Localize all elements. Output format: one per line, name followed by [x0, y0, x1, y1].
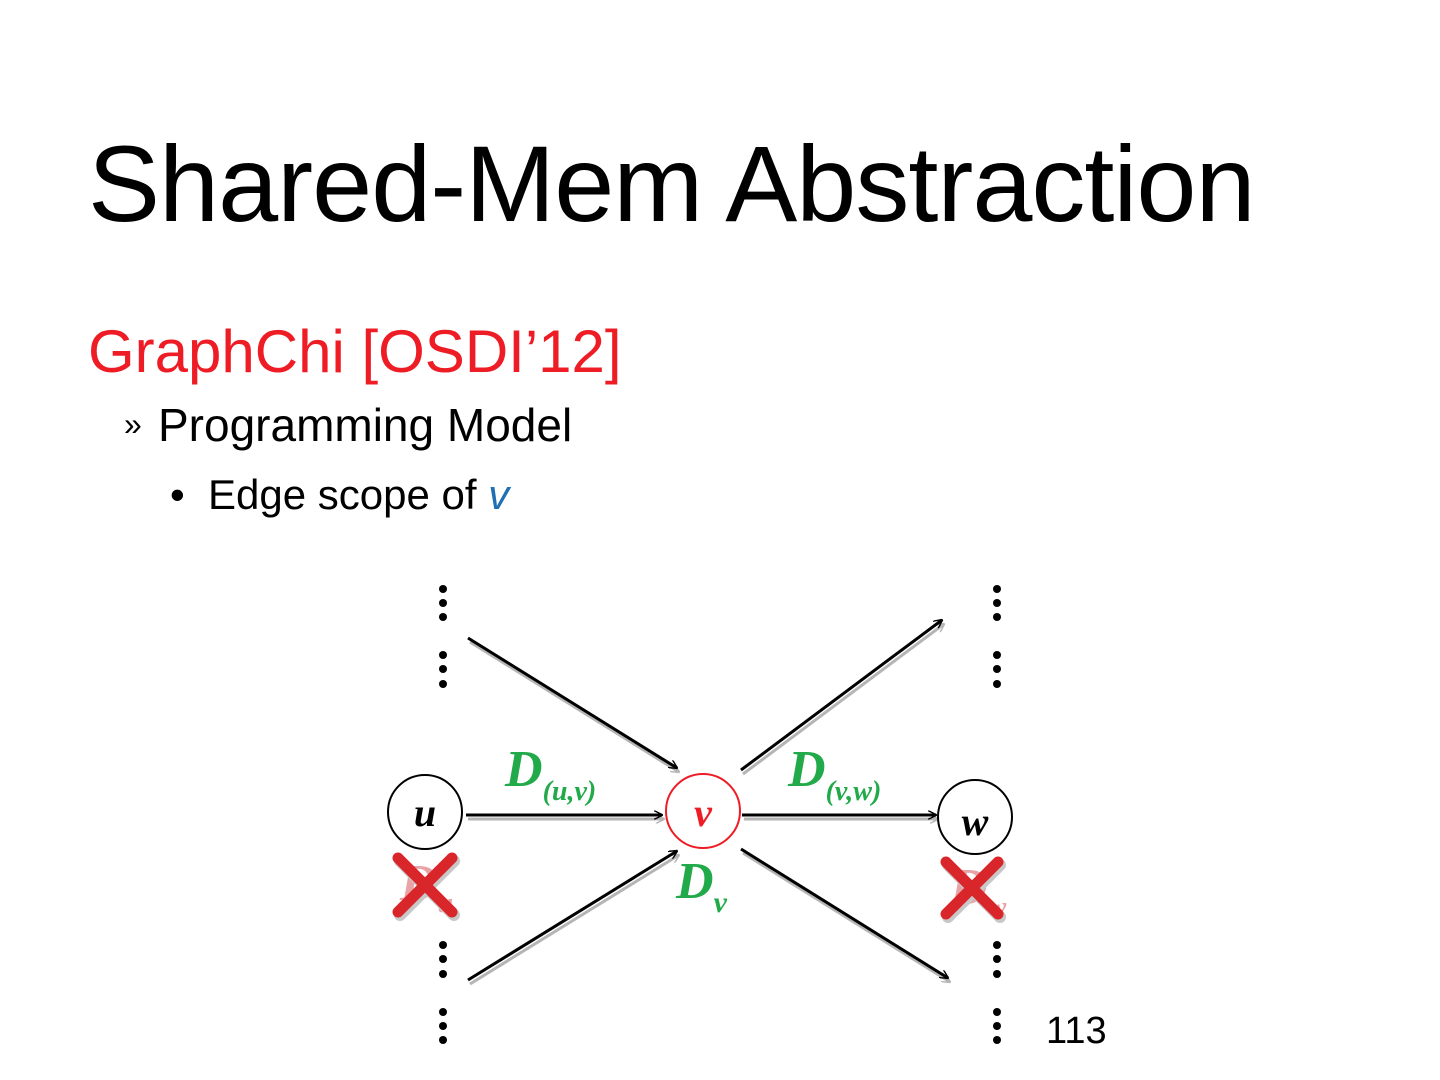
- vertex-w-data-excluded: Dw: [940, 856, 1007, 923]
- ellipsis-right-top: [993, 585, 1001, 688]
- bullet-edge-scope: • Edge scope of v: [170, 471, 510, 518]
- edge-in-top: [467, 636, 679, 772]
- node-u-circle: [387, 774, 463, 850]
- edge-uv-data-label: D(u,v): [504, 741, 596, 807]
- bullet-variable: v: [488, 471, 510, 518]
- edge-u-to-v: [466, 815, 664, 819]
- edge-vw-data-label: D(v,w): [787, 741, 881, 807]
- node-u-label: u: [414, 790, 436, 835]
- bullet-dot: •: [170, 471, 185, 518]
- edge-in-bottom: [467, 851, 679, 986]
- ellipsis-left-top: [439, 585, 447, 688]
- node-w-circle: [937, 779, 1013, 855]
- node-v-label: v: [694, 790, 713, 835]
- edge-vw-data-symbol: D: [787, 741, 826, 798]
- bullet-programming-model: » Programming Model: [124, 400, 572, 451]
- vertex-v-data-symbol: D: [675, 853, 714, 910]
- page-number: 113: [1046, 1010, 1107, 1052]
- node-v-circle: [665, 773, 741, 849]
- edge-vw-data-subscript: (v,w): [826, 776, 882, 807]
- bullet-text: Edge scope of: [208, 471, 489, 518]
- vertex-u-data-excluded: Du: [392, 852, 460, 921]
- edge-uv-data-subscript: (u,v): [543, 776, 597, 807]
- bullet-marker: »: [124, 406, 142, 442]
- cross-icon: [940, 856, 1006, 923]
- slide-subtitle: GraphChi [OSDI’12]: [88, 318, 622, 385]
- ellipsis-right-bottom: [993, 941, 1001, 1044]
- slide-title: Shared-Mem Abstraction: [88, 123, 1256, 244]
- edge-out-bottom: [740, 847, 950, 982]
- cross-icon: [392, 852, 460, 921]
- vertex-v-data-label: Dv: [675, 853, 728, 919]
- node-w-label: w: [962, 799, 989, 844]
- bullet-text: Programming Model: [158, 399, 573, 451]
- vertex-v-data-subscript: v: [714, 886, 728, 919]
- edge-uv-data-symbol: D: [504, 741, 543, 798]
- edge-v-to-w: [742, 815, 938, 819]
- edge-out-top: [740, 620, 944, 776]
- ellipsis-left-bottom: [439, 941, 447, 1044]
